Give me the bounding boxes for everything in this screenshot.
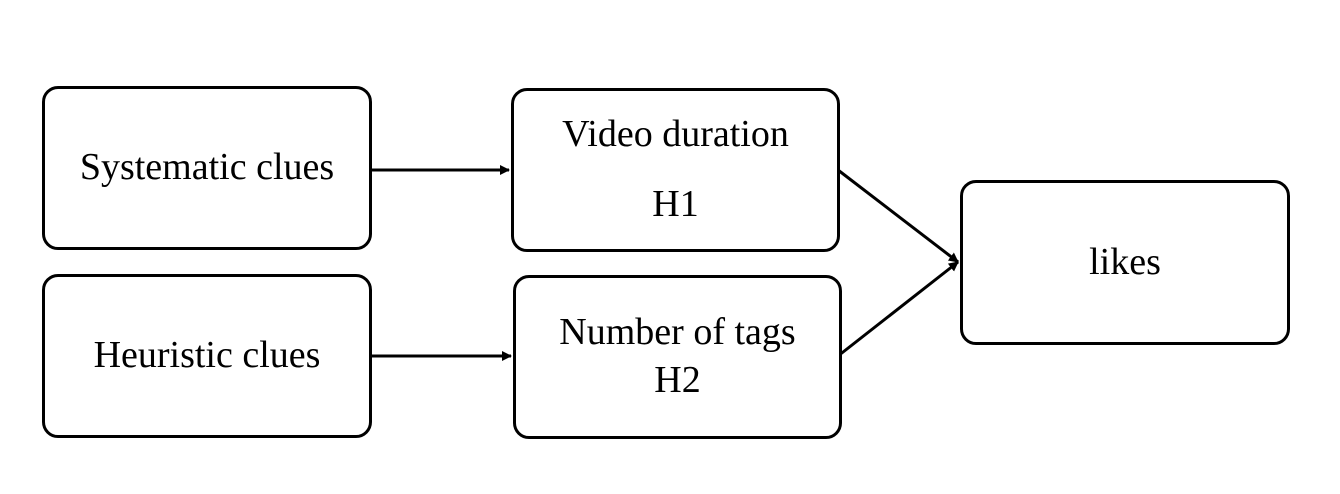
systematic-clues-box: Systematic clues [42, 86, 372, 250]
number-of-tags-box: Number of tags H2 [513, 275, 842, 439]
heuristic-clues-box: Heuristic clues [42, 274, 372, 438]
likes-label: likes [1089, 240, 1161, 283]
hypothesis-h1-label: H1 [652, 183, 699, 225]
likes-box: likes [960, 180, 1290, 345]
number-of-tags-label: Number of tags [559, 311, 796, 354]
heuristic-clues-label: Heuristic clues [93, 334, 321, 377]
video-duration-label: Video duration [562, 113, 789, 156]
arrow-video-duration-to-likes [837, 168, 959, 264]
video-duration-box: Video duration H1 [511, 88, 840, 252]
arrow-number-of-tags-to-likes [837, 260, 959, 358]
systematic-clues-label: Systematic clues [79, 146, 335, 189]
hypothesis-h2-label: H2 [654, 359, 701, 401]
